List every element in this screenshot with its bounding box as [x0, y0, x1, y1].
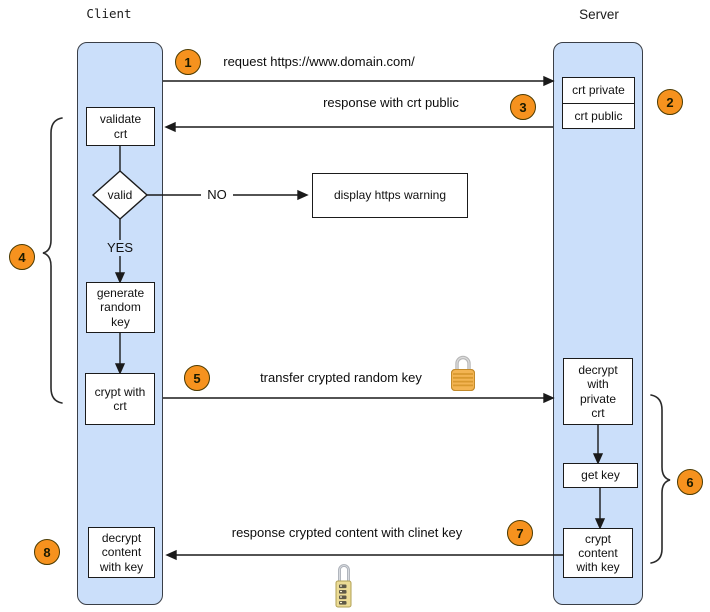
- server-steps-brace: [650, 394, 671, 564]
- transfer-key-message: transfer crypted random key: [260, 370, 422, 385]
- step-badge-3: 3: [510, 94, 536, 120]
- get-key-step: get key: [563, 463, 638, 488]
- crt-public-box: crt public: [562, 103, 635, 129]
- step-badge-1: 1: [175, 49, 201, 75]
- response-content-message: response crypted content with clinet key: [231, 525, 463, 540]
- decrypt-with-private-crt-step: decrypt with private crt: [563, 358, 633, 425]
- client-lane-title: Client: [86, 6, 132, 21]
- decrypt-content-step: decrypt content with key: [88, 527, 155, 578]
- closed-padlock-icon: [451, 355, 475, 391]
- client-steps-brace: [42, 117, 63, 404]
- crypt-content-step: crypt content with key: [563, 528, 633, 578]
- valid-decision-label: valid: [107, 188, 133, 202]
- server-lane: [553, 42, 643, 605]
- arrow-response-public: [164, 121, 553, 133]
- combination-padlock-icon: [335, 564, 352, 608]
- https-warning-box: display https warning: [312, 173, 468, 218]
- arrow-response-content: [165, 549, 563, 561]
- step-badge-7: 7: [507, 520, 533, 546]
- arrow-request: [163, 75, 555, 87]
- crypt-with-crt-step: crypt with crt: [85, 373, 155, 425]
- server-lane-title: Server: [579, 7, 619, 22]
- step-badge-2: 2: [657, 89, 683, 115]
- step-badge-5: 5: [184, 365, 210, 391]
- validate-crt-step: validate crt: [86, 107, 155, 146]
- generate-random-key-step: generate random key: [86, 282, 155, 333]
- valid-decision-diamond: [91, 170, 149, 220]
- arrow-getkey-to-cryptcontent: [594, 488, 606, 530]
- decision-yes-label: YES: [102, 240, 138, 256]
- arrow-decrypt-to-getkey: [592, 425, 604, 465]
- request-message: request https://www.domain.com/: [223, 54, 415, 69]
- response-public-message: response with crt public: [323, 95, 459, 110]
- decision-no-label: NO: [201, 187, 233, 202]
- step-badge-8: 8: [34, 539, 60, 565]
- arrow-transfer-key: [163, 392, 555, 404]
- crt-private-box: crt private: [562, 77, 635, 104]
- arrow-generate-to-crypt: [114, 333, 126, 375]
- step-badge-6: 6: [677, 469, 703, 495]
- step-badge-4: 4: [9, 244, 35, 270]
